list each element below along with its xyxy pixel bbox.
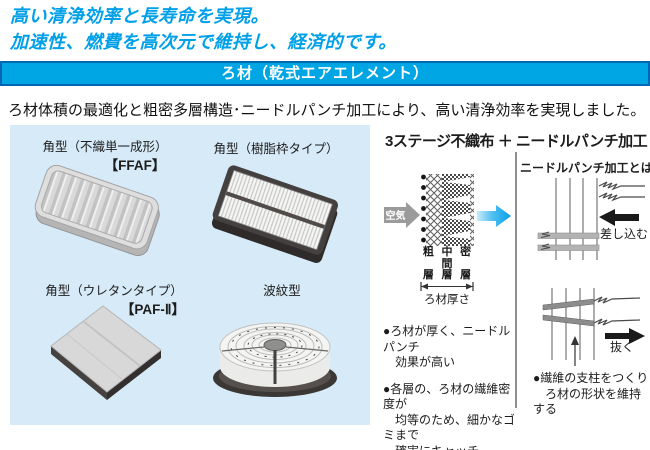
air-arrow-label: 空気: [386, 209, 406, 222]
pleated-gray-filter-illustration: [34, 164, 160, 257]
filter-code-ffaf: 【FFAF】: [104, 158, 166, 173]
resin-frame-filter-illustration: [211, 165, 338, 263]
filter-code-paf2: 【PAF-Ⅱ】: [120, 302, 186, 317]
round-ripple-filter-illustration: [213, 322, 337, 397]
thickness-label: ろ材厚さ: [424, 294, 470, 306]
layer-char: 粗: [422, 246, 434, 258]
layer-char: 中: [441, 246, 453, 258]
flow-arrow-icon: [477, 205, 511, 227]
layer-char: 層: [460, 269, 472, 281]
filter-panel: 角型（不織単一成形） 【FFAF】 角型（樹脂枠タイプ）: [10, 125, 370, 425]
section-banner: ろ材（乾式エアエレメント）: [0, 61, 650, 86]
headline: 高い清浄効率と長寿命を実現。 加速性、燃費を高次元で維持し、経済的です。: [10, 3, 397, 55]
layer-char: 層: [422, 269, 434, 281]
process-title: 3ステージ不織布 ＋ ニードルパンチ加工: [385, 133, 648, 150]
needle-subtitle: ニードルパンチ加工とは?: [520, 161, 650, 175]
filter-label-wave: 波紋型: [263, 284, 301, 298]
banner-title: ろ材（乾式エアエレメント）: [220, 65, 429, 82]
thickness-measure-icon: [420, 282, 474, 291]
air-arrow-icon: 空気: [384, 202, 420, 228]
intro-text: ろ材体積の最適化と粗密多層構造･ニードルパンチ加工により、高い清浄効率を実現しま…: [8, 102, 646, 119]
filter-label-urethane: 角型（ウレタンタイプ）: [45, 284, 183, 298]
layer-label-grid: 粗 中 密 間 層 層 層: [419, 246, 475, 282]
mesh-layers-illustration: [421, 174, 474, 246]
filter-label-resin: 角型（樹脂枠タイプ）: [213, 142, 339, 156]
needle-bullet: ●繊維の支柱をつくり ろ材の形状を維持する: [533, 371, 649, 416]
filter-label-nonwoven: 角型（不織単一成形）: [42, 140, 168, 154]
layer-char: 密: [460, 246, 472, 258]
needle-pull-illustration: [542, 288, 645, 366]
layer-char: 間: [441, 257, 453, 270]
pull-label: 抜く: [610, 340, 635, 354]
bullet-item: ●各層の、ろ材の繊維密度が 均等のため、細かなゴミまで 確実にキャッチ: [383, 381, 516, 450]
needle-insert-illustration: [537, 178, 645, 260]
layer-char: 層: [441, 269, 453, 281]
insert-label: 差し込む: [600, 227, 649, 241]
urethane-flat-filter-illustration: [50, 305, 162, 400]
process-divider: [515, 152, 517, 408]
headline-line-1: 高い清浄効率と長寿命を実現。: [10, 6, 269, 26]
bullet-item: ●ろ材が厚く、ニードルパンチ 効果が高い: [383, 324, 511, 369]
bullet-list: ●ろ材が厚く、ニードルパンチ 効果が高い ●各層の、ろ材の繊維密度が 均等のため…: [383, 324, 521, 450]
headline-line-2: 加速性、燃費を高次元で維持し、経済的です。: [10, 32, 397, 52]
